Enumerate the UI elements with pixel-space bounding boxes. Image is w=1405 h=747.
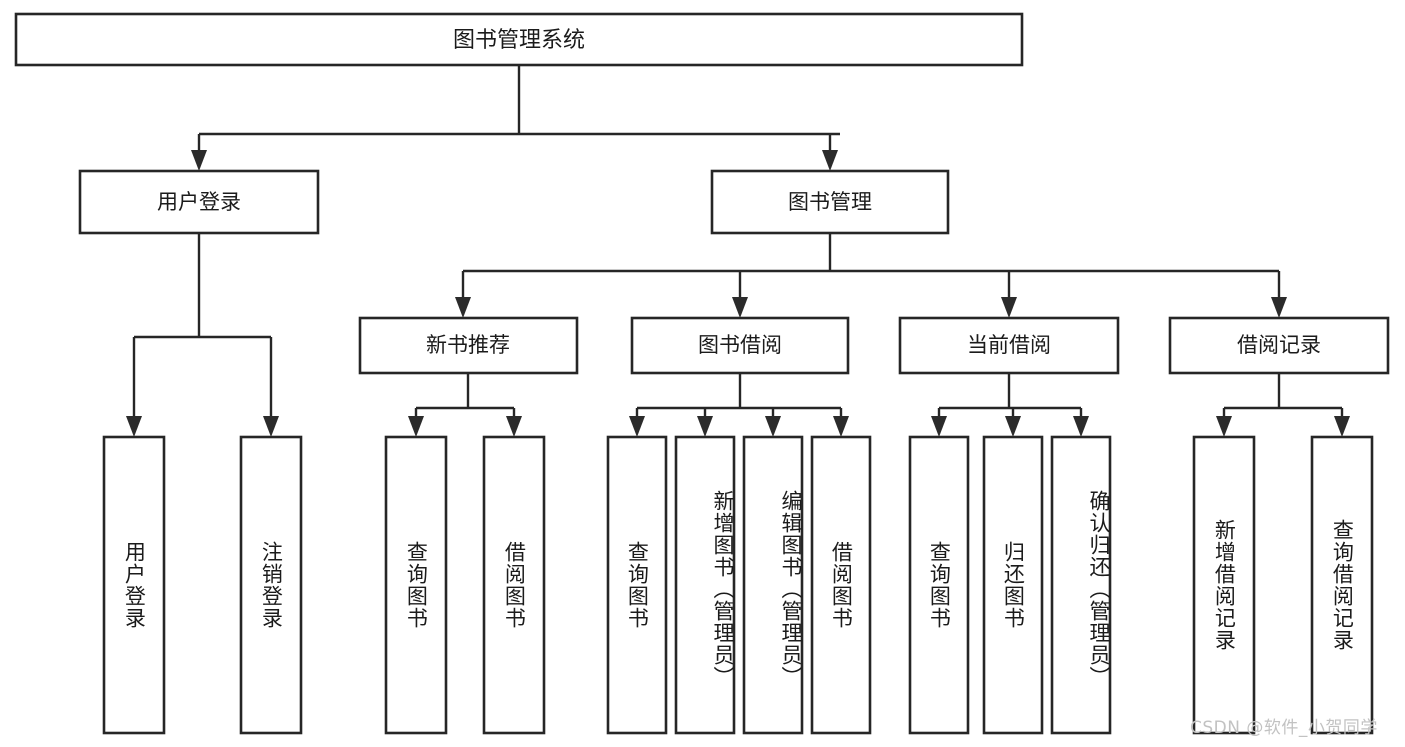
leaf-box-edit-book-admin[interactable]	[742, 435, 804, 735]
node-current-borrow[interactable]: 当前借阅	[898, 316, 1120, 375]
new-book-recommend-box[interactable]	[358, 316, 579, 375]
connectors-book-mgmt-children	[455, 233, 1287, 318]
arrow-head-bookborrow-leaf4	[833, 416, 849, 437]
leaf-box-add-book-admin[interactable]	[674, 435, 736, 735]
node-root-system[interactable]: 图书管理系统	[14, 12, 1024, 67]
arrow-head-newbook-leaf2	[506, 416, 522, 437]
leaf-box-logout[interactable]	[239, 435, 303, 735]
arrow-head-borrowrecord-leaf1	[1216, 416, 1232, 437]
node-new-book-recommend[interactable]: 新书推荐	[358, 316, 579, 375]
node-book-management[interactable]: 图书管理	[710, 169, 950, 235]
arrow-head-currentborrow-leaf2	[1005, 416, 1021, 437]
arrow-head-new-book	[455, 297, 471, 318]
arrow-head-current-borrow	[1001, 297, 1017, 318]
borrow-record-label: 借阅记录	[1237, 333, 1321, 357]
arrow-head-user-login	[191, 150, 207, 171]
current-borrow-box[interactable]	[898, 316, 1120, 375]
arrow-head-book-borrow	[732, 297, 748, 318]
connectors-new-book-children	[408, 373, 522, 437]
arrow-head-leaf-logout	[263, 416, 279, 437]
leaf-box-query-book-1[interactable]	[384, 435, 448, 735]
arrow-head-bookborrow-leaf2	[697, 416, 713, 437]
connectors-user-login-children	[126, 233, 279, 437]
arrow-head-currentborrow-leaf1	[931, 416, 947, 437]
arrow-head-newbook-leaf1	[408, 416, 424, 437]
book-management-box[interactable]	[710, 169, 950, 235]
user-login-box[interactable]	[78, 169, 320, 235]
new-book-recommend-label: 新书推荐	[426, 333, 510, 357]
book-management-label: 图书管理	[788, 190, 872, 214]
leaf-box-add-borrow-record[interactable]	[1192, 435, 1256, 735]
node-book-borrow[interactable]: 图书借阅	[630, 316, 850, 375]
node-user-login[interactable]: 用户登录	[78, 169, 320, 235]
leaf-box-borrow-book-1[interactable]	[482, 435, 546, 735]
leaf-box-borrow-book-2[interactable]	[810, 435, 872, 735]
arrow-head-leaf-user-login	[126, 416, 142, 437]
leaf-boxes-group	[102, 435, 1374, 735]
user-login-label: 用户登录	[157, 190, 241, 214]
root-box[interactable]	[14, 12, 1024, 67]
arrow-head-currentborrow-leaf3	[1073, 416, 1089, 437]
arrow-head-borrow-record	[1271, 297, 1287, 318]
book-borrow-label: 图书借阅	[698, 333, 782, 357]
node-borrow-record[interactable]: 借阅记录	[1168, 316, 1390, 375]
arrow-head-bookborrow-leaf1	[629, 416, 645, 437]
leaf-box-return-book[interactable]	[982, 435, 1044, 735]
root-label: 图书管理系统	[453, 28, 585, 53]
connectors-borrow-record-children	[1216, 373, 1350, 437]
arrow-head-book-mgmt	[822, 150, 838, 171]
arrow-head-borrowrecord-leaf2	[1334, 416, 1350, 437]
connectors-root-to-level1	[191, 65, 840, 171]
leaf-box-query-book-3[interactable]	[908, 435, 970, 735]
watermark-text: CSDN @软件_小贺同学	[1190, 718, 1378, 738]
borrow-record-box[interactable]	[1168, 316, 1390, 375]
current-borrow-label: 当前借阅	[967, 333, 1051, 357]
leaf-box-query-book-2[interactable]	[606, 435, 668, 735]
connectors-current-borrow-children	[931, 373, 1089, 437]
leaf-box-confirm-return-admin[interactable]	[1050, 435, 1112, 735]
book-borrow-box[interactable]	[630, 316, 850, 375]
leaf-box-query-borrow-record[interactable]	[1310, 435, 1374, 735]
arrow-head-bookborrow-leaf3	[765, 416, 781, 437]
leaf-box-user-login[interactable]	[102, 435, 166, 735]
connectors-book-borrow-children	[629, 373, 849, 437]
